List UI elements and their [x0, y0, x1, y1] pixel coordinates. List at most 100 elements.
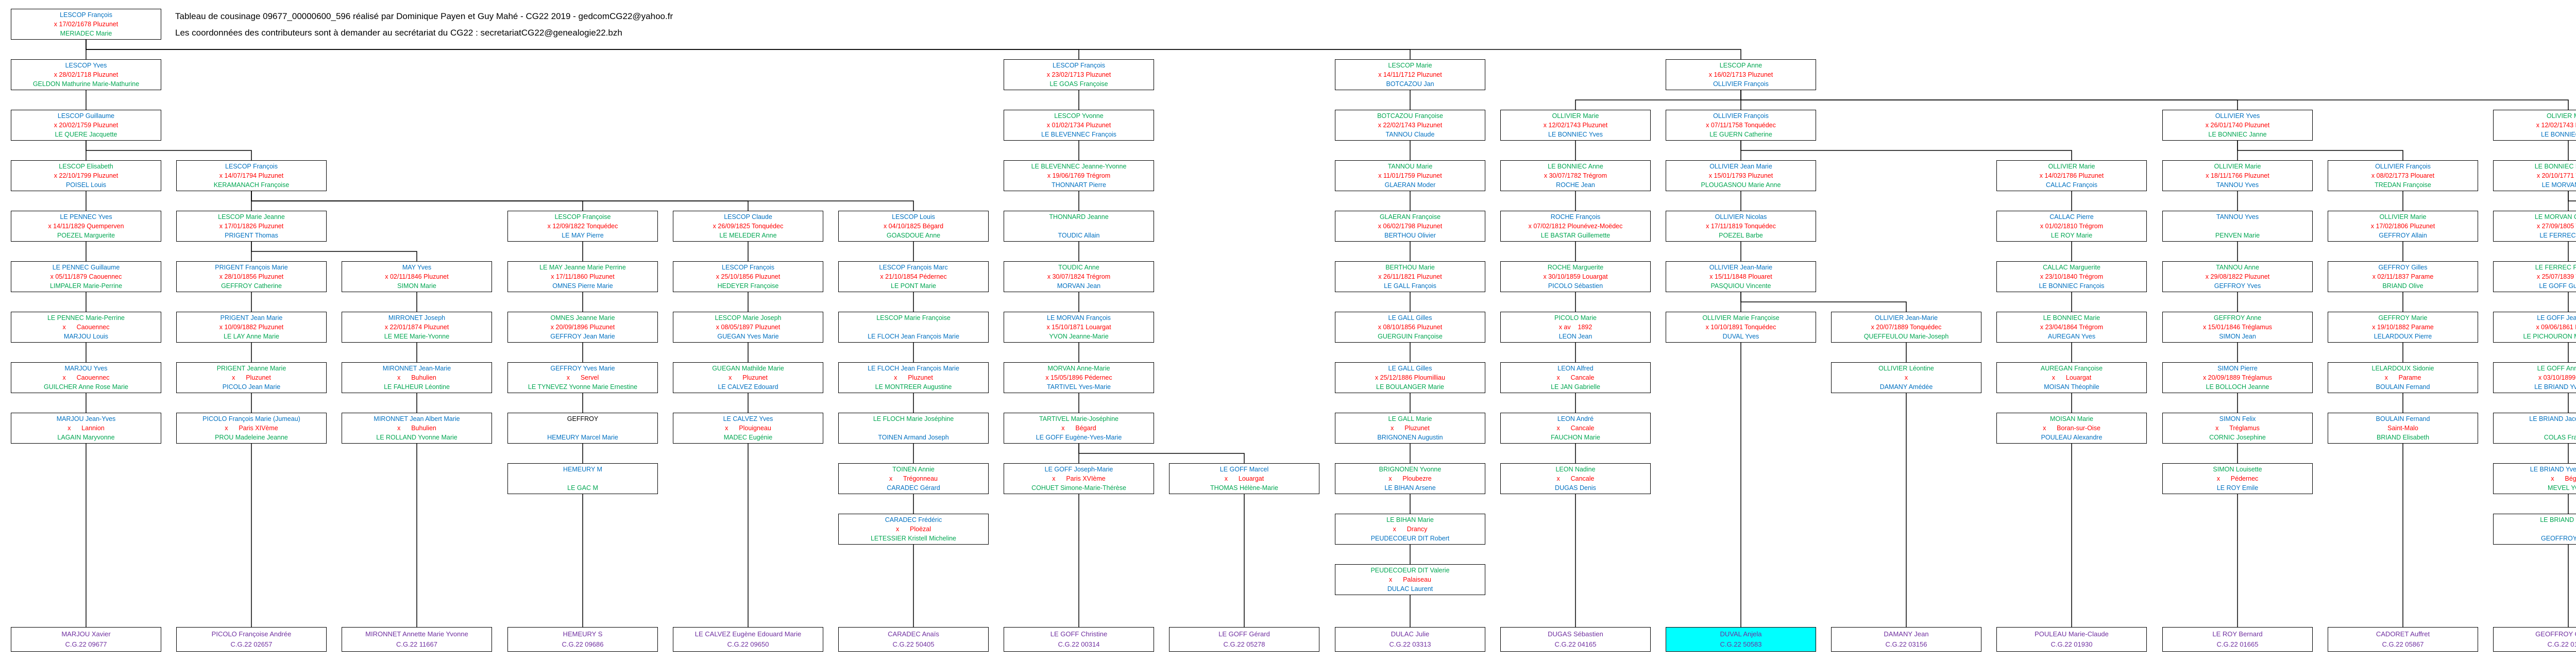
marriage-info: x 25/07/1839 Trégrom [2536, 273, 2576, 280]
person-name: LE MORVAN Catherine [2534, 213, 2576, 221]
person-name: OLLIVIER Marie Françoise [1702, 314, 1780, 321]
spouse-name: LE GALL François [1384, 282, 1436, 290]
spouse-name: PENVEN Marie [2215, 232, 2260, 239]
spouse-name: HEMEURY Marcel Marie [547, 434, 618, 441]
person-name: PEUDECOEUR DIT Valerie [1370, 567, 1450, 574]
marriage-info: x 19/10/1882 Parame [2372, 324, 2434, 331]
person-name: MIRONNET Jean Albert Marie [374, 415, 460, 422]
marriage-info: x 17/02/1806 Pluzunet [2370, 223, 2435, 230]
contributor-name: GEOFFROY Gwendal [2535, 630, 2576, 638]
person-name: LE FLOCH Marie Joséphine [873, 415, 954, 422]
contributor-code: C.G.22 00314 [1058, 640, 1100, 648]
person-name: LE GOFF Anne-Marie [2537, 365, 2576, 372]
person-name: MIRRONET Joseph [388, 314, 446, 321]
spouse-name: TOINEN Armand Joseph [878, 434, 949, 441]
person-name: LESCOP Guillaume [57, 112, 115, 120]
marriage-info: x 17/11/1860 Pluzunet [551, 273, 615, 280]
person-name: OLLIVIER Léontine [1878, 365, 1934, 372]
marriage-info: x Drancy [1393, 526, 1428, 533]
contributor-code: C.G.22 50583 [1720, 640, 1762, 648]
marriage-info: x [1904, 374, 1908, 381]
marriage-info: x 14/11/1829 Quemperven [48, 223, 124, 230]
marriage-info: x Trégonneau [889, 475, 938, 482]
spouse-name: DULAC Laurent [1387, 585, 1433, 593]
spouse-name: TREDAN Françoise [2375, 181, 2431, 189]
person-name: OLLIVIER Jean Marie [1709, 163, 1772, 170]
contributor-code: C.G.22 50405 [892, 640, 935, 648]
person-name: GEFFROY Gilles [2378, 264, 2428, 271]
person-name: ROCHE Marguerite [1547, 264, 1604, 271]
marriage-info: x 08/02/1773 Plouaret [2371, 172, 2435, 179]
person-name: LE CALVEZ Yves [723, 415, 773, 422]
person-name: LESCOP François [1053, 62, 1105, 69]
spouse-name: FAUCHON Marie [1551, 434, 1600, 441]
spouse-name: GUERGUIN Françoise [1378, 333, 1443, 340]
person-name: SIMON Louisette [2213, 466, 2262, 473]
person-name: THONNARD Jeanne [1049, 213, 1109, 221]
person-box: GEFFROY HEMEURY Marcel Marie [507, 413, 658, 444]
marriage-info: x 08/10/1856 Pluzunet [1378, 324, 1443, 331]
person-name: PICOLO François Marie (Jumeau) [202, 415, 300, 422]
marriage-info [508, 424, 657, 433]
person-name: GLAERAN Françoise [1379, 213, 1441, 221]
spouse-name: CARADEC Gérard [887, 484, 940, 492]
marriage-info: x Caouennec [62, 374, 110, 381]
marriage-info: x 17/11/1819 Tonquédec [1706, 223, 1776, 230]
marriage-info: x 20/10/1771 Trégrom [2536, 172, 2576, 179]
person-name: CALLAC Pierre [2049, 213, 2094, 221]
contributor-name: DAMANY Jean [1884, 630, 1929, 638]
person-name: LE GOFF Joseph-Marie [1044, 466, 1113, 473]
person-name: OMNES Jeanne Marie [550, 314, 615, 321]
person-box: PICOLO François Marie (Jumeau)x Paris XI… [176, 413, 327, 444]
person-name: LE GOFF Jean-Pierre [2537, 314, 2576, 321]
marriage-info: x Pluzunet [894, 374, 933, 381]
person-box: LESCOP Marie Françoise LE FLOCH Jean Fra… [838, 312, 989, 343]
spouse-name: POEZEL Barbe [1719, 232, 1763, 239]
marriage-info: x 15/01/1846 Tréglamus [2202, 324, 2273, 331]
person-name: LE BRIAND Jacques-Marie [2529, 415, 2576, 422]
marriage-info: x 09/06/1861 Louargat [2536, 324, 2576, 331]
contributor-box: GEOFFROY GwendalC.G.22 01771 [2493, 627, 2576, 652]
spouse-name: LE ROY Emile [2216, 484, 2259, 492]
person-name: PICOLO Marie [1554, 314, 1597, 321]
marriage-info: x 17/02/1678 Pluzunet [54, 21, 118, 28]
marriage-info: x Paris XVIème [1052, 475, 1106, 482]
marriage-info: x 16/02/1713 Pluzunet [1708, 71, 1773, 78]
spouse-name: LE MAY Pierre [562, 232, 604, 239]
marriage-info: x Lannion [67, 425, 105, 432]
contributor-code: C.G.22 09686 [562, 640, 604, 648]
person-name: LE FERREC Françoise [2535, 264, 2576, 271]
person-name: LE BLEVENNEC Jeanne-Yvonne [1031, 163, 1127, 170]
person-name: LE BONNIEC Elizabeth [2534, 163, 2576, 170]
spouse-name: LE BIHAN Arsene [1384, 484, 1436, 492]
marriage-info: x Bégard [2551, 475, 2576, 482]
spouse-name: GEOFFROY Didier [2540, 535, 2576, 542]
contributor-name: LE GOFF Christine [1050, 630, 1108, 638]
person-box: HEMEURY M LE GAC M [507, 463, 658, 494]
spouse-name: LE FERREC Morice [2539, 232, 2576, 239]
spouse-name: MORVAN Jean [1057, 282, 1101, 290]
spouse-name: TANNOU Claude [1385, 131, 1435, 138]
spouse-name: LE MONTREER Augustine [875, 383, 952, 391]
marriage-info: x 26/01/1740 Pluzunet [2205, 122, 2270, 129]
marriage-info: x 12/09/1822 Tonquédec [547, 223, 618, 230]
